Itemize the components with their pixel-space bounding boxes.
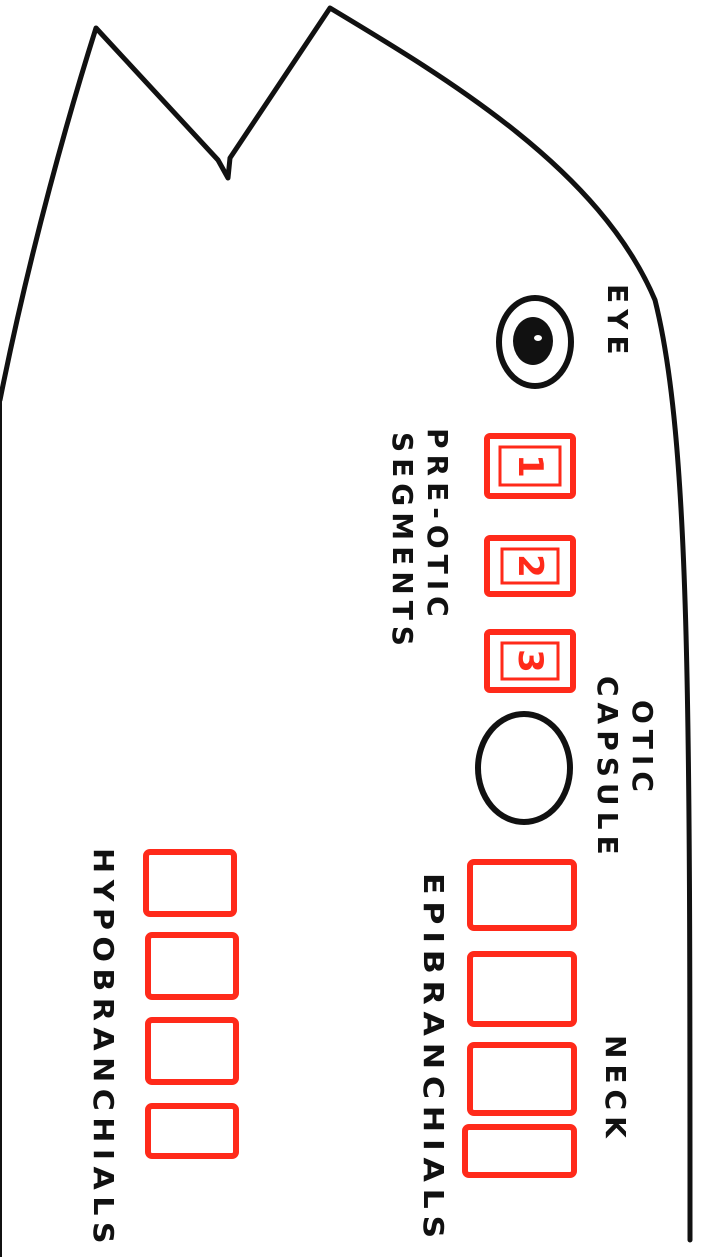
pre-otic-segment	[484, 629, 576, 693]
head-outline	[0, 5, 693, 1243]
eye-label: EYE	[601, 284, 634, 361]
pre-otic-segment	[484, 535, 576, 597]
epibranchial-segments	[462, 859, 577, 1178]
hypobranchial-segment	[145, 932, 239, 1000]
pre-otic-segment-number: 1	[510, 454, 550, 478]
pre-otic-segment-number: 2	[510, 554, 550, 578]
hypobranchials-label: HYPOBRANCHIALS	[87, 848, 120, 1250]
pre-otic-label: SEGMENTS	[386, 432, 419, 652]
epibranchial-segment	[467, 859, 577, 931]
hypobranchial-segments	[143, 849, 239, 1159]
pre-otic-segment	[484, 433, 576, 499]
otic-capsule-label: OTIC	[626, 700, 659, 798]
epibranchial-segment	[467, 1042, 577, 1116]
otic-capsule-icon	[475, 711, 573, 825]
epibranchial-segment	[462, 1124, 577, 1178]
eye-icon	[496, 295, 574, 389]
hypobranchial-segment	[145, 1103, 239, 1159]
neck-label: NECK	[599, 1035, 632, 1144]
pre-otic-label: PRE-OTIC	[421, 428, 454, 623]
pre-otic-segments: 1 2 3	[484, 433, 576, 693]
epibranchials-label: EPIBRANCHIALS	[417, 873, 450, 1245]
pre-otic-segment-number: 3	[510, 649, 550, 673]
otic-capsule-label: CAPSULE	[591, 676, 624, 861]
hypobranchial-segment	[145, 1017, 239, 1085]
epibranchial-segment	[467, 951, 577, 1027]
hypobranchial-segment	[143, 849, 237, 917]
